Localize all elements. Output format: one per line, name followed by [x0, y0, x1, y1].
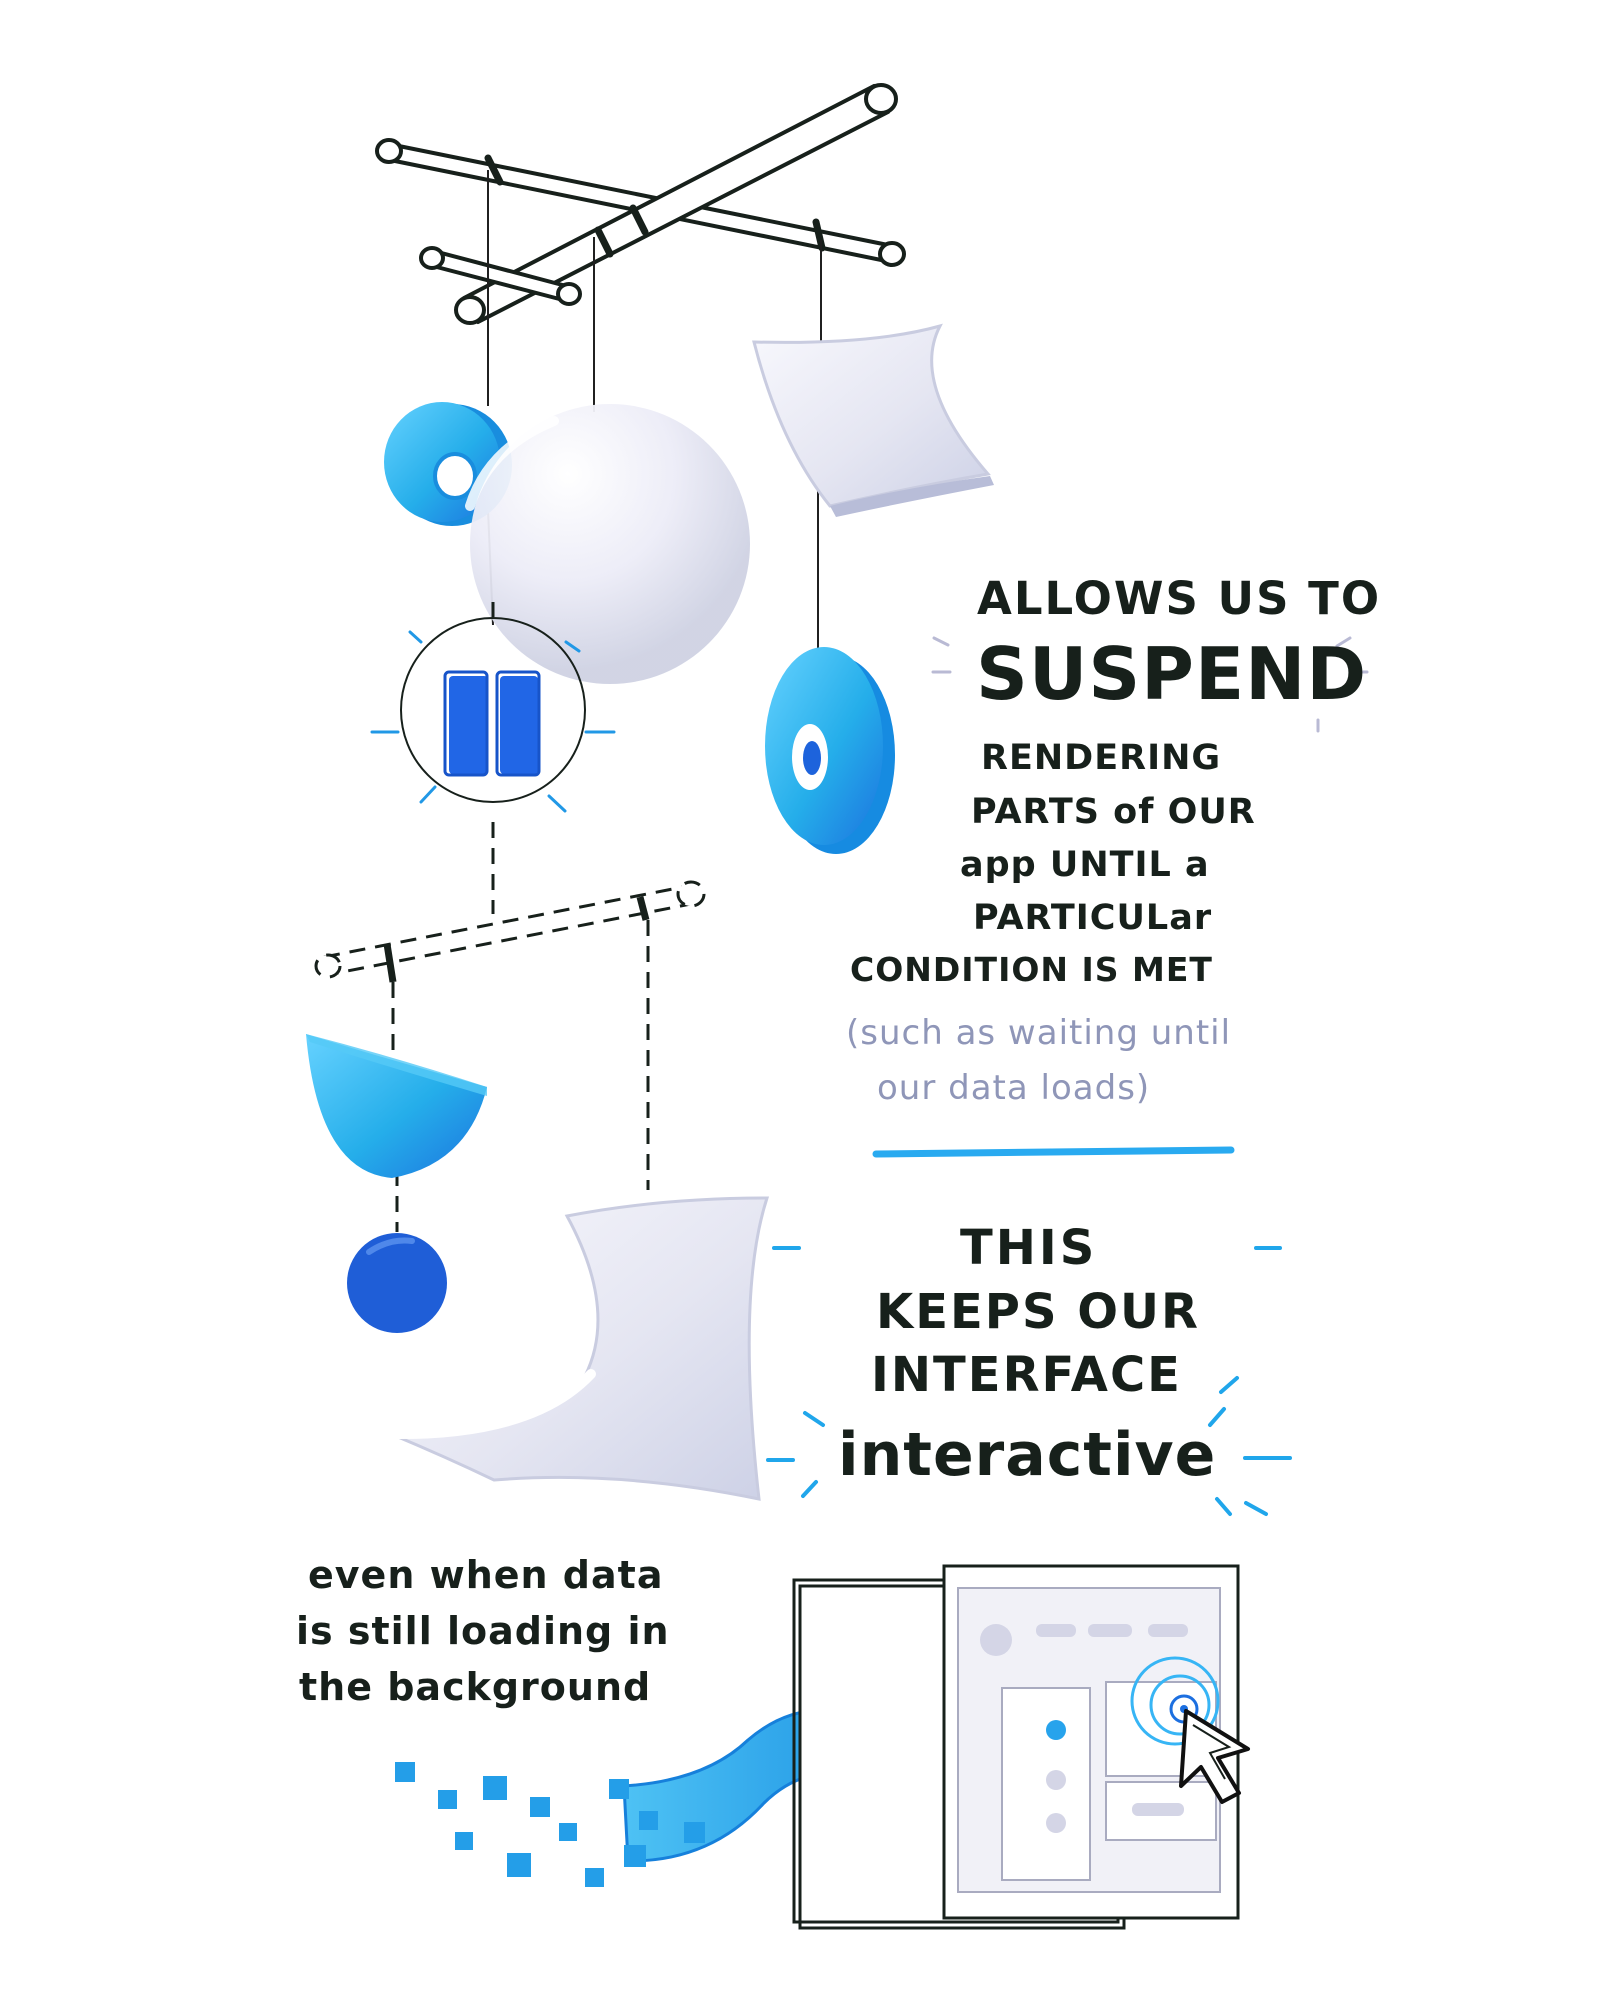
- interface-text: interface: [871, 1347, 1182, 1403]
- background-text-1: even when data: [308, 1553, 664, 1597]
- interactive-sparkles: [766, 1246, 1292, 1516]
- curved-sheet-bottom: [386, 1196, 770, 1501]
- curved-sheet-top: [752, 323, 994, 517]
- suspend-text: SUSPEND: [976, 632, 1368, 716]
- blue-ball: [347, 1233, 447, 1333]
- pale-circle: [465, 404, 750, 684]
- rendering-text-5: CONDITION IS MET: [850, 950, 1213, 989]
- interactive-text: interactive: [838, 1420, 1217, 1490]
- allows-text: allows us to: [977, 572, 1382, 625]
- rendering-text-4: PARTICULar: [973, 898, 1213, 938]
- parenthetical-note-1: (such as waiting until: [846, 1013, 1232, 1053]
- parenthetical-note-2: our data loads): [877, 1068, 1151, 1108]
- ui-window-icon: [792, 1564, 1250, 1930]
- section-divider: [872, 1146, 1235, 1158]
- data-blocks: [395, 1762, 705, 1887]
- background-text-2: is still loading in: [296, 1609, 670, 1653]
- blue-disc-right: [765, 647, 895, 854]
- pause-bubble: [370, 602, 616, 813]
- blue-half-disc: [306, 1034, 487, 1178]
- pause-icon: [443, 670, 541, 777]
- rendering-text-1: RENDERING: [981, 738, 1222, 778]
- mouse-cursor-icon: [1179, 1709, 1250, 1804]
- top-bars: [375, 83, 906, 325]
- this-text: THIS: [960, 1220, 1098, 1276]
- lower-bar: [314, 822, 706, 1232]
- keeps-text: Keeps our: [876, 1284, 1200, 1340]
- rendering-text-3: app UNTIL a: [960, 845, 1210, 885]
- background-text-3: the background: [299, 1665, 652, 1709]
- suspend-sparkles: [931, 636, 1369, 733]
- rendering-text-2: PARTS of OUR: [971, 792, 1256, 832]
